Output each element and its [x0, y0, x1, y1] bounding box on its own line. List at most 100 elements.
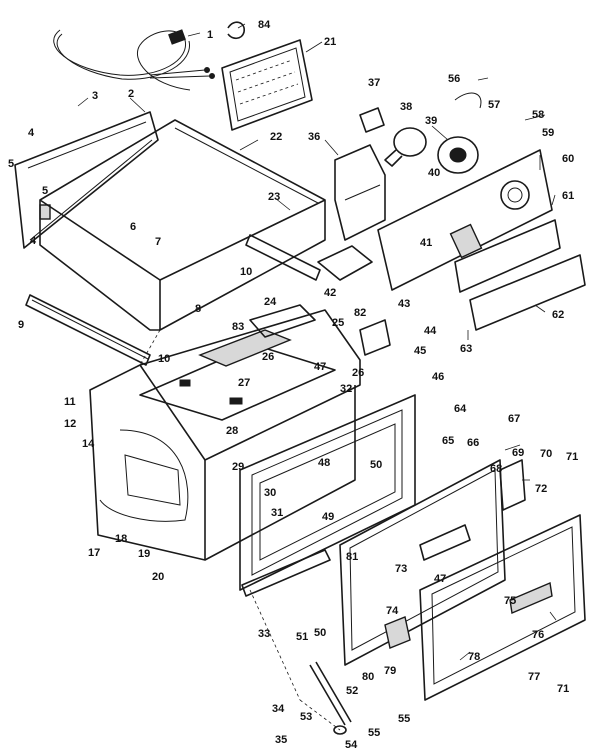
callout: 33 [258, 628, 270, 640]
callout: 65 [442, 435, 454, 447]
callout: 20 [152, 571, 164, 583]
callout: 36 [308, 131, 320, 143]
callout: 26 [262, 351, 274, 363]
hinge-70 [499, 459, 526, 511]
callout: 79 [384, 665, 396, 677]
callout: 5 [42, 185, 48, 197]
callout: 3 [92, 90, 98, 102]
callout: 17 [88, 547, 100, 559]
callout: 34 [272, 703, 285, 715]
leader-lines [77, 23, 557, 661]
bracket-83 [249, 304, 316, 338]
callout: 4 [28, 127, 35, 139]
callout: 53 [300, 711, 312, 723]
callout: 38 [400, 101, 412, 113]
callout: 26 [352, 367, 364, 379]
callout: 41 [420, 237, 432, 249]
callout: 29 [232, 461, 244, 473]
outer-door-77 [419, 514, 586, 701]
callout: 6 [130, 221, 136, 233]
callout: 83 [232, 321, 244, 333]
callout: 4 [30, 235, 37, 247]
rail-10-right [245, 234, 321, 281]
board-27 [139, 329, 336, 421]
oven-cavity-20 [89, 309, 361, 561]
callout-labels: 1 2 3 4 4 5 5 6 7 8 9 10 10 11 12 14 17 … [8, 19, 578, 751]
lamp-socket-37 [359, 107, 385, 133]
callout: 70 [540, 448, 552, 460]
latch-73 [419, 524, 471, 561]
callout: 19 [138, 548, 150, 560]
cabinet-top-22 [39, 119, 326, 331]
callout: 51 [296, 631, 308, 643]
callout: 80 [362, 671, 374, 683]
callout: 77 [528, 671, 540, 683]
callout: 18 [115, 533, 127, 545]
callout: 37 [368, 77, 380, 89]
callout: 64 [454, 403, 467, 415]
callout: 54 [345, 739, 358, 751]
callout: 82 [354, 307, 366, 319]
callout: 32 [340, 383, 352, 395]
callout: 14 [82, 438, 95, 450]
callout: 2 [128, 88, 134, 100]
power-cord [53, 29, 215, 91]
washer-54 [333, 725, 347, 735]
callout: 30 [264, 487, 276, 499]
callout: 58 [532, 109, 544, 121]
callout: 57 [488, 99, 500, 111]
callout: 47 [314, 361, 326, 373]
callout: 45 [414, 345, 426, 357]
callout: 46 [432, 371, 444, 383]
callout: 28 [226, 425, 238, 437]
callout: 12 [64, 418, 76, 430]
callout: 72 [535, 483, 547, 495]
callout: 22 [270, 131, 282, 143]
motor-39 [437, 92, 482, 174]
callout: 40 [428, 167, 440, 179]
callout: 9 [18, 319, 24, 331]
callout: 25 [332, 317, 344, 329]
rail-10-left [25, 294, 151, 366]
callout: 8 [195, 303, 201, 315]
callout: 35 [275, 734, 287, 746]
lamp-bulb-38 [384, 127, 427, 167]
callout: 67 [508, 413, 520, 425]
callout: 68 [490, 463, 502, 475]
callout: 71 [566, 451, 578, 463]
callout: 56 [448, 73, 460, 85]
panel-21 [221, 39, 313, 131]
rod-53 [309, 661, 352, 726]
callout: 55 [398, 713, 410, 725]
callout: 7 [155, 236, 161, 248]
callout: 73 [395, 563, 407, 575]
panel-62 [469, 254, 586, 331]
alignment-lines [139, 329, 341, 731]
callout: 50 [370, 459, 382, 471]
callout: 27 [238, 377, 250, 389]
callout: 74 [386, 605, 399, 617]
callout: 76 [532, 629, 544, 641]
callout: 60 [562, 153, 574, 165]
callout: 5 [8, 158, 14, 170]
callout: 11 [64, 396, 76, 408]
callout: 71 [557, 683, 569, 695]
callout: 59 [542, 127, 554, 139]
callout: 21 [324, 36, 336, 48]
callout: 23 [268, 191, 280, 203]
clip-84 [227, 21, 245, 40]
callout: 42 [324, 287, 336, 299]
callout: 39 [425, 115, 437, 127]
callout: 75 [504, 595, 516, 607]
callout: 24 [264, 296, 277, 308]
callout: 78 [468, 651, 480, 663]
choke-frame-33 [241, 549, 331, 597]
callout: 49 [322, 511, 334, 523]
door-panel-67 [339, 459, 506, 666]
bracket-45 [359, 319, 391, 356]
callout: 10 [158, 353, 170, 365]
callout: 48 [318, 457, 330, 469]
callout: 55 [368, 727, 380, 739]
panel-61 [454, 219, 561, 293]
